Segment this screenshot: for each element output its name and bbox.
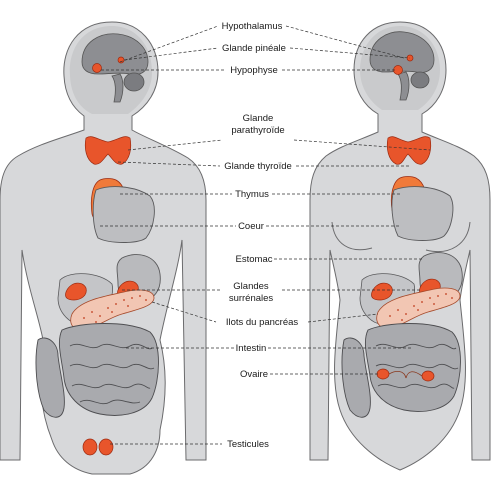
female-heart: [391, 186, 454, 241]
male-adrenal-left: [65, 282, 87, 301]
labels: Hypothalamus Glande pinéale Hypophyse Gl…: [222, 21, 299, 450]
label-adrenal-line2: surrénales: [229, 293, 274, 304]
leader-parathyroid-male: [127, 139, 223, 151]
male-testis-left: [82, 438, 98, 456]
male-pituitary-gland: [92, 63, 102, 73]
female-adrenal-left: [371, 282, 393, 301]
label-testes: Testicules: [227, 439, 269, 450]
female-figure: [309, 21, 491, 471]
leader-pancreas-female: [307, 313, 379, 323]
female-thyroid-gland: [386, 136, 432, 165]
male-intestine-folds: [69, 343, 155, 405]
label-thyroid: Glande thyroïde: [224, 161, 292, 172]
female-breast-outline: [331, 221, 471, 252]
female-intestine-folds: [375, 343, 459, 389]
leader-hypothalamus-male: [119, 25, 219, 63]
label-heart: Coeur: [238, 221, 264, 232]
female-pancreas-islets: [389, 293, 453, 321]
label-intestine: Intestin: [236, 343, 267, 354]
leader-hypothalamus-female: [285, 25, 405, 59]
female-large-intestine: [341, 337, 371, 418]
male-small-intestine: [59, 323, 159, 416]
female-cerebellum: [410, 71, 430, 89]
label-parathyroid-line1: Glande: [243, 113, 274, 124]
male-figure: [0, 21, 207, 475]
label-ovary: Ovaire: [240, 369, 268, 380]
female-ovary-right: [421, 370, 435, 382]
female-uterus-outline: [388, 370, 423, 379]
male-pancreas-islets: [83, 295, 147, 323]
leader-pancreas-male: [151, 301, 217, 323]
female-brain-stem: [397, 71, 410, 101]
label-parathyroid-line2: parathyroïde: [231, 125, 284, 136]
label-pancreas: Ilots du pancréas: [226, 317, 299, 328]
leader-parathyroid-female: [293, 139, 431, 151]
label-pineal-gland: Glande pinéale: [222, 43, 286, 54]
male-brain-stem: [111, 73, 124, 103]
male-testis-right: [98, 438, 114, 456]
female-ovary-left: [376, 368, 390, 380]
label-thymus: Thymus: [235, 189, 269, 200]
label-hypothalamus: Hypothalamus: [222, 21, 283, 32]
leader-pineal-male: [123, 47, 219, 61]
label-adrenal-line1: Glandes: [233, 281, 269, 292]
leader-pineal-female: [289, 47, 411, 59]
label-stomach: Estomac: [236, 254, 273, 265]
male-thyroid-gland: [84, 136, 132, 165]
female-brain: [369, 31, 435, 73]
leader-thyroid-male: [117, 161, 221, 167]
male-cerebellum: [123, 72, 145, 92]
male-large-intestine: [35, 337, 65, 418]
male-heart: [92, 186, 155, 243]
leader-lines: [100, 25, 431, 445]
label-pituitary: Hypophyse: [230, 65, 278, 76]
male-pineal-gland: [117, 56, 125, 64]
